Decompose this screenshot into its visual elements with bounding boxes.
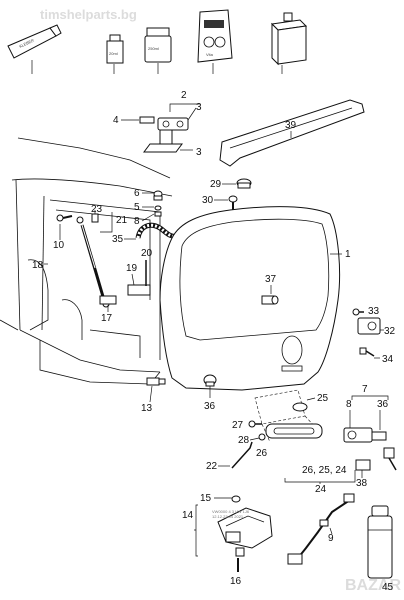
jar-label: 250ml bbox=[148, 46, 159, 51]
adhesive-tube: KLEBER bbox=[7, 24, 62, 59]
callout-16: 17 bbox=[101, 313, 113, 324]
callout-22: 23 bbox=[91, 204, 103, 215]
tube-label: KLEBER bbox=[18, 38, 35, 49]
callout-36a: 36 bbox=[377, 399, 389, 410]
gas-strut bbox=[76, 216, 110, 308]
callout-36b: 38 bbox=[356, 478, 368, 489]
roof-spoiler bbox=[219, 99, 365, 167]
callout-8: 8 bbox=[134, 216, 140, 227]
small-bottle: 20ml bbox=[106, 34, 124, 64]
cap-37 bbox=[203, 374, 217, 387]
cleaner-can bbox=[270, 12, 308, 66]
jar: 250ml bbox=[144, 27, 172, 63]
spray-can bbox=[367, 505, 393, 579]
tailgate bbox=[159, 206, 341, 391]
screw-27 bbox=[248, 420, 262, 428]
callout-21: 21 bbox=[116, 215, 128, 226]
bumper-stop bbox=[153, 190, 163, 217]
screw-33 bbox=[352, 308, 364, 316]
lock-cylinder-32 bbox=[357, 317, 381, 335]
watermark-top: timshelparts.bg bbox=[40, 7, 137, 22]
callout-32: 32 bbox=[384, 326, 396, 337]
callout-28: 28 bbox=[238, 435, 250, 446]
tailgate-handle bbox=[265, 423, 323, 439]
callout-23: 24 bbox=[315, 484, 327, 495]
callout-19: 20 bbox=[141, 248, 153, 259]
lock-cylinder-assembly bbox=[343, 427, 397, 471]
lock-wiring bbox=[287, 493, 355, 565]
callout-13: 13 bbox=[141, 403, 153, 414]
callout-20: 22 bbox=[206, 461, 218, 472]
ball-stud bbox=[56, 214, 73, 222]
callout-3a: 3 bbox=[196, 102, 202, 113]
callout-14: 14 bbox=[182, 510, 194, 521]
callout-3b: 3 bbox=[196, 147, 202, 158]
watermark-bottom: BAZAR bbox=[345, 577, 401, 594]
sealant-pouch: Vita bbox=[197, 9, 233, 63]
callout-6: 6 bbox=[134, 188, 140, 199]
callout-29: 18 bbox=[32, 260, 44, 271]
callout-18: 19 bbox=[126, 263, 138, 274]
callout-25a: 25 bbox=[317, 393, 329, 404]
source-note-line1: VW0000 4 3 VW 1J6 bbox=[212, 509, 250, 514]
callout-45: 39 bbox=[285, 120, 297, 131]
callout-39: 45 bbox=[382, 582, 394, 593]
pouch-label: Vita bbox=[206, 52, 214, 57]
callout-17: 16 bbox=[230, 576, 242, 587]
source-note-line2: 12.12.23 04 2021 bbox=[212, 514, 244, 519]
callout-5: 5 bbox=[134, 202, 140, 213]
callout-31: 30 bbox=[202, 195, 214, 206]
clip-22 bbox=[91, 213, 99, 223]
callout-26-25-24: 26, 25, 24 bbox=[302, 465, 347, 476]
callout-33: 33 bbox=[368, 306, 380, 317]
wiring-harness bbox=[135, 222, 179, 239]
callout-34: 34 bbox=[382, 354, 394, 365]
buffer-30 bbox=[236, 178, 252, 189]
callout-37: 36 bbox=[204, 401, 216, 412]
control-rod bbox=[231, 441, 253, 469]
buffer-38 bbox=[261, 295, 279, 305]
callout-15: 15 bbox=[200, 493, 212, 504]
callout-4: 4 bbox=[113, 115, 119, 126]
callout-8b: 8 bbox=[346, 399, 352, 410]
callout-30: 29 bbox=[210, 179, 222, 190]
screw-28 bbox=[258, 433, 266, 441]
callout-26: 26 bbox=[256, 448, 268, 459]
key-34 bbox=[359, 347, 375, 357]
bulb-holder bbox=[146, 377, 166, 386]
bottle-label: 20ml bbox=[109, 51, 118, 56]
switch-36 bbox=[355, 459, 371, 471]
callout-1: 1 bbox=[345, 249, 351, 260]
lock-bracket bbox=[127, 284, 151, 296]
callout-10: 10 bbox=[53, 240, 65, 251]
callout-35: 35 bbox=[112, 234, 124, 245]
callout-7: 7 bbox=[362, 384, 368, 395]
callout-38: 37 bbox=[265, 274, 277, 285]
tailgate-lock bbox=[217, 495, 273, 557]
callout-27: 27 bbox=[232, 420, 244, 431]
callout-2: 2 bbox=[181, 90, 187, 101]
seal-25 bbox=[292, 402, 308, 412]
hinge-assembly bbox=[139, 116, 189, 153]
bracket-16 bbox=[99, 295, 117, 305]
callout-9: 9 bbox=[328, 533, 334, 544]
